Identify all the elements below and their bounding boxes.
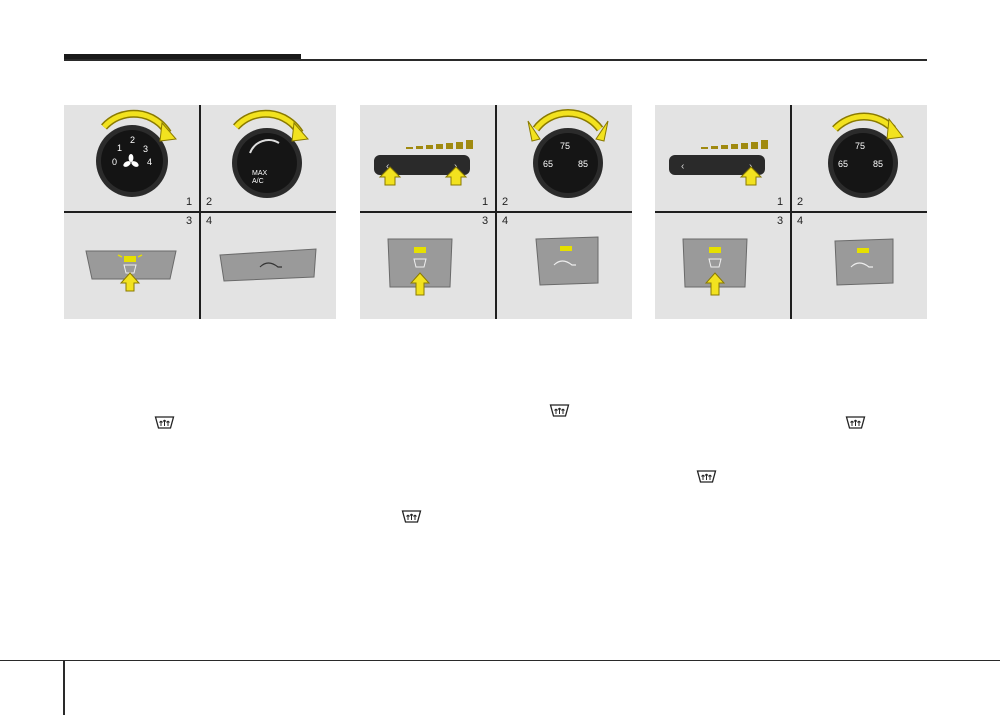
fan-level-indicator (406, 140, 473, 149)
dial-label-3: 3 (143, 144, 148, 154)
quadrant-number-3: 3 (482, 215, 489, 227)
figure-auto-b-illustration: ‹ › 75 65 85 (669, 112, 904, 296)
fan-icon (123, 154, 139, 167)
figure-auto-climate-control-a: ‹ › 75 65 85 1 2 3 4 (360, 105, 632, 319)
quadrant-number-3: 3 (777, 215, 784, 227)
quadrant-divider-horizontal (360, 211, 632, 213)
quadrant-number-2: 2 (206, 196, 213, 208)
temp-label-85: 85 (873, 159, 883, 169)
figure-auto-climate-control-b: ‹ › 75 65 85 1 2 3 4 (655, 105, 927, 319)
quadrant-number-3: 3 (186, 215, 193, 227)
quadrant-number-1: 1 (482, 196, 489, 208)
fan-level-indicator (701, 140, 768, 149)
fan-speed-rocker (669, 155, 765, 175)
temp-label-85: 85 (578, 159, 588, 169)
defrost-button (387, 238, 453, 288)
quadrant-number-1: 1 (186, 196, 193, 208)
recirculation-indicator (560, 246, 572, 251)
temperature-knob (833, 133, 893, 193)
defrost-indicator (414, 247, 426, 253)
quadrant-number-4: 4 (502, 215, 509, 227)
quadrant-number-2: 2 (797, 196, 804, 208)
defrost-icon (549, 404, 570, 417)
defrost-icon (401, 510, 422, 523)
temperature-knob (538, 133, 598, 193)
rotate-arrow (534, 110, 602, 131)
defrost-icon (708, 258, 722, 268)
quadrant-number-2: 2 (502, 196, 509, 208)
fan-down-icon: ‹ (681, 161, 684, 172)
fan-up-icon: › (454, 161, 457, 172)
dial-label-4: 4 (147, 157, 152, 167)
recirculation-button (535, 236, 599, 286)
dial-label-1: 1 (117, 143, 122, 153)
fan-speed-rocker (374, 155, 470, 175)
defrost-button (682, 238, 748, 288)
fan-up-icon: › (749, 161, 752, 172)
quadrant-number-4: 4 (206, 215, 213, 227)
press-arrow (704, 272, 726, 296)
quadrant-divider-horizontal (655, 211, 927, 213)
recirculation-icon (850, 262, 873, 268)
temp-label-75: 75 (855, 141, 865, 151)
figure-manual-climate-control: 0 1 2 3 4 MAX A/C 1 2 3 4 (64, 105, 336, 319)
recirculation-icon (553, 260, 576, 266)
defrost-indicator (124, 256, 136, 262)
footer-rule (0, 660, 1000, 661)
dial-label-0: 0 (112, 157, 117, 167)
figure-auto-a-illustration: ‹ › 75 65 85 (374, 109, 609, 296)
quadrant-number-1: 1 (777, 196, 784, 208)
recirculation-icon (259, 262, 282, 268)
press-arrow (444, 166, 468, 186)
rotate-arrow (833, 114, 895, 131)
defrost-icon (123, 264, 137, 274)
defrost-icon (413, 258, 427, 268)
figure-manual-illustration: 0 1 2 3 4 MAX A/C (85, 109, 317, 292)
defrost-icon (696, 470, 717, 483)
defrost-icon (845, 416, 866, 429)
press-arrow (739, 166, 763, 186)
quadrant-divider-horizontal (64, 211, 336, 213)
temp-label-65: 65 (838, 159, 848, 169)
header-rule (64, 59, 927, 61)
temperature-knob (237, 133, 297, 193)
press-arrow (119, 272, 141, 292)
fan-down-icon: ‹ (386, 161, 389, 172)
ac-label-ac: A/C (252, 178, 264, 185)
press-arrow (409, 272, 431, 296)
ac-label-max: MAX (252, 170, 268, 177)
temp-label-65: 65 (543, 159, 553, 169)
dial-label-2: 2 (130, 135, 135, 145)
defrost-indicator (709, 247, 721, 253)
footer-margin-rule (63, 660, 65, 715)
press-arrow (378, 166, 402, 186)
rotate-arrow-head (159, 121, 177, 142)
header-rule-thick (64, 54, 301, 61)
recirculation-button (219, 248, 317, 282)
defrost-icon (154, 416, 175, 429)
recirculation-button (834, 238, 894, 286)
recirculation-indicator (857, 248, 869, 253)
temp-label-75: 75 (560, 141, 570, 151)
quadrant-number-4: 4 (797, 215, 804, 227)
